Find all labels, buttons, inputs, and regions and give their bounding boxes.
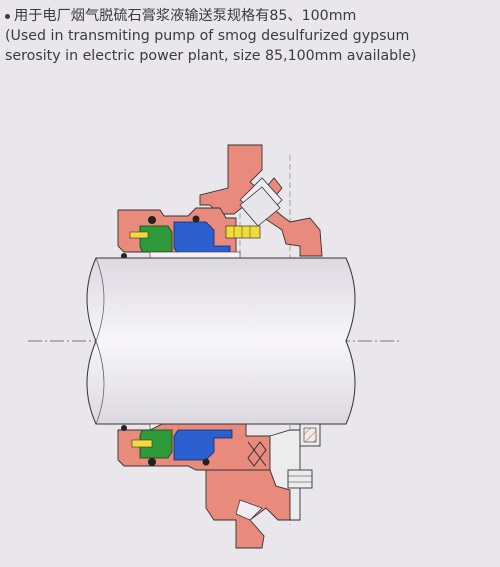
bolt-head — [287, 469, 313, 489]
lower-spring — [247, 441, 267, 467]
seal-lower-half — [117, 423, 321, 549]
flush-port — [239, 186, 281, 227]
lower-gland-slot — [235, 499, 263, 521]
lower-oring-1 — [148, 458, 156, 466]
caption-line-1: 用于电厂烟气脱硫石膏浆液输送泵规格有85、100mm — [5, 6, 495, 26]
upper-green-ring — [139, 225, 173, 253]
upper-blue-ring — [173, 221, 231, 255]
caption: 用于电厂烟气脱硫石膏浆液输送泵规格有85、100mm (Used in tran… — [5, 6, 495, 66]
upper-oring-1 — [148, 216, 156, 224]
upper-yellow-pin-right — [225, 225, 261, 239]
shaft-body — [86, 257, 356, 425]
caption-line-2: (Used in transmiting pump of smog desulf… — [5, 28, 410, 44]
bullet-icon — [5, 13, 10, 19]
upper-sleeve — [149, 251, 241, 259]
caption-line-3: serosity in electric power plant, size 8… — [5, 48, 417, 64]
upper-yellow-pin-left — [129, 231, 149, 239]
shaft — [86, 257, 356, 425]
lower-oring-3 — [121, 425, 127, 431]
lower-blue-ring — [173, 429, 233, 461]
lower-green-ring — [139, 429, 173, 459]
lower-oring-2 — [202, 458, 210, 466]
lower-yellow-pin — [131, 439, 153, 448]
caption-chinese: 用于电厂烟气脱硫石膏浆液输送泵规格有85、100mm — [14, 8, 357, 24]
upper-oring-2 — [192, 215, 200, 223]
clamp-block — [269, 429, 301, 521]
seal-upper-half — [117, 144, 323, 259]
